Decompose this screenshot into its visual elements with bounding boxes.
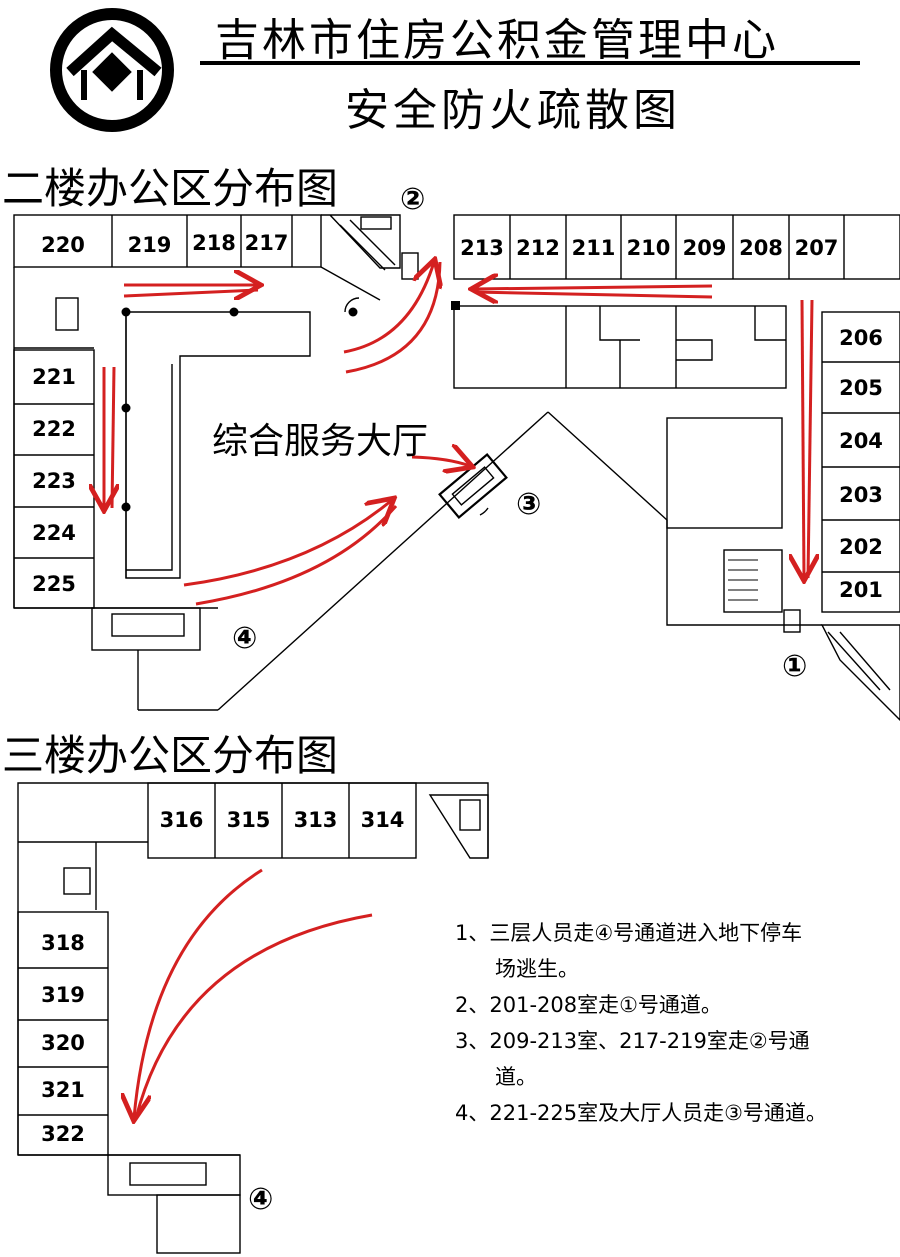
room-205: 205: [839, 376, 883, 400]
document-title: 安全防火疏散图: [345, 85, 681, 136]
room-316: 316: [159, 808, 204, 832]
floor3-title: 三楼办公区分布图: [2, 731, 339, 780]
room-221: 221: [32, 365, 76, 389]
note-2: 2、201-208室走①号通道。: [455, 993, 722, 1017]
house-diamond-logo-icon: [50, 8, 174, 132]
exit-4-marker: ④: [232, 621, 258, 656]
room-204: 204: [839, 429, 883, 453]
note-3-line2: 道。: [495, 1065, 537, 1089]
floor2-evacuation-arrows: [104, 262, 812, 606]
org-name-title: 吉林市住房公积金管理中心: [215, 15, 779, 66]
room-314: 314: [360, 808, 405, 832]
note-3-line1: 3、209-213室、217-219室走②号通: [455, 1029, 810, 1053]
exit-2-marker: ②: [400, 182, 426, 217]
note-4: 4、221-225室及大厅人员走③号通道。: [455, 1101, 827, 1125]
exit-1-marker: ①: [782, 649, 808, 684]
room-322: 322: [41, 1122, 85, 1146]
room-223: 223: [32, 469, 76, 493]
room-321: 321: [41, 1078, 85, 1102]
room-209: 209: [682, 236, 727, 260]
room-222: 222: [32, 417, 76, 441]
floor2-title: 二楼办公区分布图: [2, 164, 339, 213]
room-206: 206: [839, 326, 883, 350]
room-203: 203: [839, 483, 883, 507]
room-319: 319: [41, 983, 85, 1007]
corridor-junction-dots: [121, 301, 460, 512]
note-1-line2: 场逃生。: [495, 957, 579, 981]
floor2-plan: [13, 214, 900, 721]
room-218: 218: [192, 231, 236, 255]
room-201: 201: [839, 578, 883, 602]
room-313: 313: [293, 808, 338, 832]
room-217: 217: [244, 231, 289, 255]
room-213: 213: [460, 236, 504, 260]
room-208: 208: [739, 236, 783, 260]
floor3-exit-4-marker: ④: [248, 1182, 274, 1217]
room-318: 318: [41, 931, 85, 955]
hall-label: 综合服务大厅: [212, 421, 429, 462]
room-202: 202: [839, 535, 883, 559]
note-1-line1: 1、三层人员走④号通道进入地下停车: [455, 921, 803, 945]
room-219: 219: [127, 233, 172, 257]
floor3-plan: [17, 782, 489, 1254]
evacuation-notes: 1、三层人员走④号通道进入地下停车 场逃生。 2、201-208室走①号通道。 …: [455, 915, 895, 1131]
room-320: 320: [41, 1031, 85, 1055]
room-212: 212: [516, 236, 560, 260]
floor3-evacuation-arrows: [134, 868, 373, 1118]
room-211: 211: [571, 236, 616, 260]
room-315: 315: [226, 808, 271, 832]
room-210: 210: [626, 236, 671, 260]
room-225: 225: [32, 572, 76, 596]
exit-3-marker: ③: [516, 487, 542, 522]
room-220: 220: [41, 233, 85, 257]
room-224: 224: [32, 521, 76, 545]
room-207: 207: [794, 236, 839, 260]
